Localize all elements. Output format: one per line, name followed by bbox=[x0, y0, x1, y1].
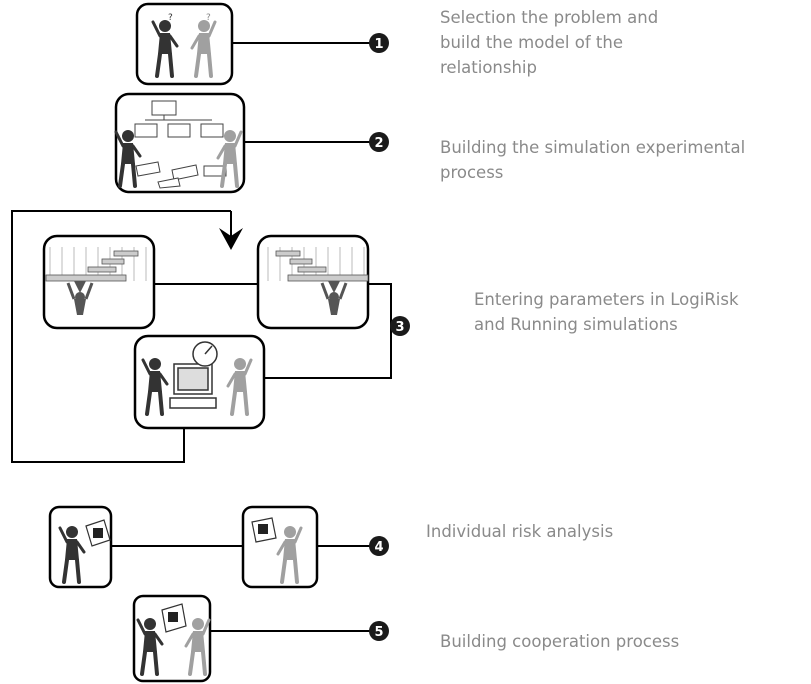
step-3-description: Entering parameters in LogiRisk and Runn… bbox=[474, 290, 739, 334]
two-people-thinking-icon: ? ? bbox=[135, 2, 234, 86]
step-badge-1: 1 bbox=[369, 33, 389, 53]
two-people-with-document-icon bbox=[132, 594, 212, 683]
down-arrow-icon bbox=[219, 228, 243, 250]
people-building-org-chart-icon bbox=[114, 92, 246, 194]
svg-text:?: ? bbox=[206, 13, 211, 23]
step-2-description: Building the simulation experimental pro… bbox=[440, 138, 746, 182]
step-badge-4: 4 bbox=[369, 536, 389, 556]
svg-text:3: 3 bbox=[395, 320, 404, 335]
svg-text:2: 2 bbox=[374, 136, 383, 151]
people-at-computer-icon bbox=[133, 334, 266, 430]
step-badge-2: 2 bbox=[369, 132, 389, 152]
step-1-description: Selection the problem and build the mode… bbox=[440, 8, 659, 77]
step-badge-3: 3 bbox=[390, 316, 410, 336]
step-badge-5: 5 bbox=[369, 621, 389, 641]
svg-text:1: 1 bbox=[374, 37, 383, 52]
person-holding-document-icon-2 bbox=[241, 505, 319, 589]
svg-text:5: 5 bbox=[374, 625, 383, 640]
person-lifting-gantt-chart-icon-2 bbox=[256, 234, 370, 330]
step-5-description: Building cooperation process bbox=[440, 632, 680, 651]
svg-text:?: ? bbox=[168, 13, 173, 23]
person-holding-document-icon bbox=[48, 505, 113, 589]
svg-text:4: 4 bbox=[374, 540, 383, 555]
person-lifting-gantt-chart-icon bbox=[42, 234, 156, 330]
step-4-description: Individual risk analysis bbox=[426, 522, 614, 541]
connector-lines bbox=[11, 42, 392, 632]
